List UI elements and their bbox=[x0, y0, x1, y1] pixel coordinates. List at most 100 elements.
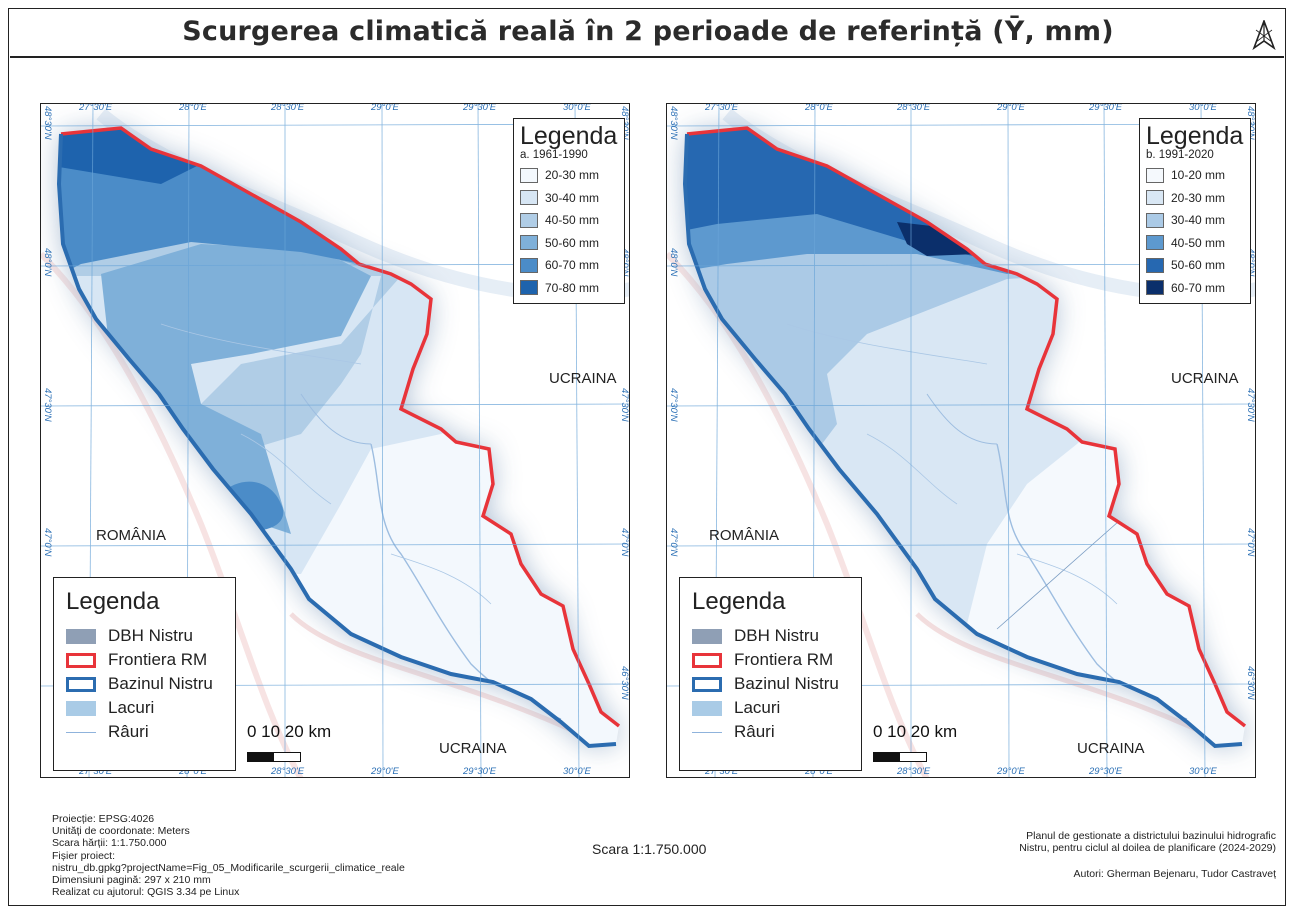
lon-label-top: 30°0'E bbox=[1189, 103, 1217, 113]
legend-item-label: Frontiera RM bbox=[108, 650, 208, 669]
lon-label-top: 28°0'E bbox=[179, 103, 207, 113]
map-panel-b[interactable]: 27°30'E 28°0'E 28°30'E 29°0'E 29°30'E 30… bbox=[666, 103, 1256, 778]
legend-class-row: 30-40 mm bbox=[1146, 209, 1244, 232]
title-divider bbox=[10, 56, 1284, 58]
lat-label-right: 47°30'N bbox=[1245, 388, 1256, 422]
legend-item: DBH Nistru bbox=[66, 624, 223, 648]
lon-label-top: 28°30'E bbox=[897, 103, 931, 113]
map-panel-a[interactable]: 27°30'E 28°0'E 28°30'E 29°0'E 29°30'E 30… bbox=[40, 103, 630, 778]
lon-label-top: 27°30'E bbox=[705, 103, 739, 113]
legend-item-label: Bazinul Nistru bbox=[108, 674, 213, 693]
legend-item: Râuri bbox=[66, 720, 223, 744]
lon-label-bottom: 27°30'E bbox=[79, 766, 113, 777]
legend-period: b. 1991-2020 bbox=[1146, 149, 1214, 161]
runoff-legend-b: Legenda b. 1991-2020 10-20 mm 20-30 mm 3… bbox=[1139, 118, 1251, 304]
lat-label-left: 47°30'N bbox=[668, 388, 679, 422]
lon-label-top: 29°0'E bbox=[997, 103, 1025, 113]
metadata-line: Unități de coordonate: Meters bbox=[52, 825, 190, 838]
country-label-ukraine: UCRAINA bbox=[1171, 370, 1239, 387]
lon-label-bottom: 28°0'E bbox=[179, 766, 207, 777]
legend-class-label: 60-70 mm bbox=[1171, 280, 1226, 295]
legend-class-row: 20-30 mm bbox=[1146, 187, 1244, 210]
metadata-line: Scara hărții: 1:1.750.000 bbox=[52, 837, 167, 850]
legend-class-row: 40-50 mm bbox=[520, 209, 618, 232]
general-legend-b: Legenda DBH Nistru Frontiera RM Bazinul … bbox=[679, 577, 862, 771]
runoff-legend-a: Legenda a. 1961-1990 20-30 mm 30-40 mm 4… bbox=[513, 118, 625, 304]
legend-period: a. 1961-1990 bbox=[520, 149, 588, 161]
legend-title: Legenda bbox=[66, 588, 160, 615]
lon-label-top: 28°0'E bbox=[805, 103, 833, 113]
legend-swatch bbox=[692, 700, 722, 716]
metadata-line: nistru_db.gpkg?projectName=Fig_05_Modifi… bbox=[52, 861, 405, 874]
lat-label-right: 46°30'N bbox=[1245, 666, 1256, 700]
legend-class-label: 30-40 mm bbox=[1171, 213, 1226, 228]
legend-class-row: 60-70 mm bbox=[1146, 277, 1244, 300]
lon-label-bottom: 29°0'E bbox=[997, 766, 1025, 777]
legend-swatch bbox=[692, 652, 722, 668]
legend-class-label: 10-20 mm bbox=[1171, 168, 1226, 183]
country-label-ukraine: UCRAINA bbox=[549, 370, 617, 387]
legend-class-label: 70-80 mm bbox=[545, 280, 600, 295]
legend-swatch bbox=[520, 167, 538, 183]
legend-swatch bbox=[66, 676, 96, 692]
scale-bar-graphic bbox=[873, 752, 927, 762]
legend-class-row: 20-30 mm bbox=[520, 164, 618, 187]
legend-swatch bbox=[66, 652, 96, 668]
legend-item: Frontiera RM bbox=[66, 648, 223, 672]
legend-swatch bbox=[1146, 167, 1164, 183]
general-legend-a: Legenda DBH Nistru Frontiera RM Bazinul … bbox=[53, 577, 236, 771]
legend-item: Râuri bbox=[692, 720, 849, 744]
legend-item: Bazinul Nistru bbox=[66, 672, 223, 696]
legend-item: Lacuri bbox=[66, 696, 223, 720]
map-scale-text: Scara 1:1.750.000 bbox=[592, 841, 707, 857]
lon-label-top: 29°30'E bbox=[463, 103, 497, 113]
map-a-canvas bbox=[41, 104, 629, 777]
lon-label-bottom: 29°30'E bbox=[463, 766, 497, 777]
lon-label-bottom: 30°0'E bbox=[563, 766, 591, 777]
lon-label-bottom: 27°30'E bbox=[705, 766, 739, 777]
legend-item-label: Râuri bbox=[108, 722, 149, 741]
lon-label-bottom: 28°0'E bbox=[805, 766, 833, 777]
legend-class-row: 10-20 mm bbox=[1146, 164, 1244, 187]
country-label-ukraine: UCRAINA bbox=[439, 740, 507, 757]
lat-label-left: 48°30'N bbox=[668, 106, 679, 140]
page-title: Scurgerea climatică reală în 2 perioade … bbox=[182, 16, 1114, 47]
lat-label-left: 47°0'N bbox=[42, 528, 53, 557]
legend-class-row: 50-60 mm bbox=[520, 232, 618, 255]
lat-label-right: 47°30'N bbox=[619, 388, 630, 422]
lat-label-left: 47°30'N bbox=[42, 388, 53, 422]
lon-label-top: 30°0'E bbox=[563, 103, 591, 113]
legend-swatch bbox=[520, 212, 538, 228]
legend-swatch bbox=[520, 257, 538, 273]
lat-label-right: 47°0'N bbox=[1245, 528, 1256, 557]
lon-label-top: 29°0'E bbox=[371, 103, 399, 113]
lon-label-bottom: 29°30'E bbox=[1089, 766, 1123, 777]
legend-swatch bbox=[66, 700, 96, 716]
legend-swatch bbox=[66, 731, 96, 733]
lon-label-top: 28°30'E bbox=[271, 103, 305, 113]
legend-swatch bbox=[520, 190, 538, 206]
plan-description: Planul de gestionate a districtului bazi… bbox=[1019, 830, 1276, 854]
legend-title: Legenda bbox=[520, 122, 618, 150]
legend-swatch bbox=[1146, 212, 1164, 228]
legend-class-row: 60-70 mm bbox=[520, 254, 618, 277]
scale-bar-label: 0 10 20 km bbox=[873, 722, 958, 741]
lat-label-left: 48°0'N bbox=[42, 248, 53, 277]
legend-swatch bbox=[692, 628, 722, 644]
legend-swatch bbox=[66, 628, 96, 644]
legend-class-row: 70-80 mm bbox=[520, 277, 618, 300]
lon-label-top: 27°30'E bbox=[79, 103, 113, 113]
metadata-line: Proiecție: EPSG:4026 bbox=[52, 813, 155, 825]
country-label-ukraine: UCRAINA bbox=[1077, 740, 1145, 757]
plan-line: Nistru, pentru ciclul al doilea de plani… bbox=[1019, 842, 1276, 855]
legend-swatch bbox=[520, 280, 538, 296]
legend-item-label: Bazinul Nistru bbox=[734, 674, 839, 693]
legend-swatch bbox=[1146, 280, 1164, 296]
legend-title: Legenda bbox=[692, 588, 786, 615]
legend-item-label: DBH Nistru bbox=[734, 626, 820, 645]
legend-swatch bbox=[692, 731, 722, 733]
project-metadata: Proiecție: EPSG:4026 Unități de coordona… bbox=[52, 813, 405, 898]
legend-swatch bbox=[1146, 235, 1164, 251]
legend-class-label: 20-30 mm bbox=[545, 168, 600, 183]
legend-item: Bazinul Nistru bbox=[692, 672, 849, 696]
